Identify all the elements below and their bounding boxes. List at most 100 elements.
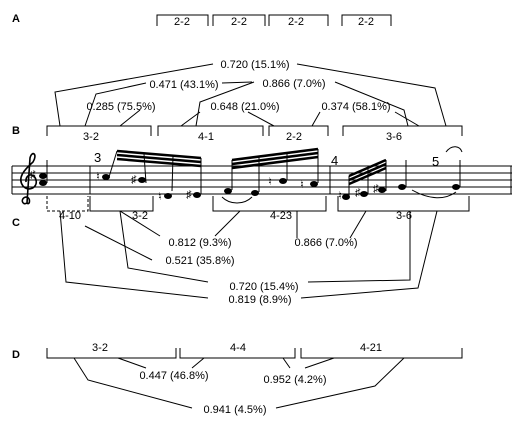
relation-label-c: 0.521 (35.8%) [165,255,234,267]
staff-notes: ♯ ♮ ♯ ♮ ♯ [30,146,463,204]
svg-text:♮: ♮ [96,171,100,183]
row-d-segment-label: 4-4 [230,342,246,354]
relation-label-b: 0.285 (75.5%) [86,101,155,113]
svg-text:♯: ♯ [30,169,36,181]
relation-line-b5 [247,111,275,127]
relation-line-b2 [84,82,147,127]
row-d-bracket-4-4 [179,348,296,359]
relation-label-c: 0.720 (15.4%) [229,281,298,293]
row-a-bracket-2 [212,14,266,26]
note [378,187,386,193]
svg-text:♮: ♮ [158,191,162,203]
measure-number: 5 [432,154,439,169]
row-label-c: C [12,217,20,229]
note [360,191,368,197]
relation-line-b3 [195,81,255,127]
row-b-segment-label: 3-2 [83,131,99,143]
row-a-box-label: 2-2 [358,16,374,28]
note [39,173,47,179]
row-b-bracket-2-2 [268,125,329,136]
relation-line-c1 [119,210,161,237]
relation-line-d2 [282,357,291,369]
relation-line-c4 [307,211,411,283]
note [164,193,172,199]
row-b-bracket-4-1 [157,125,264,136]
relation-line-d2 [304,357,335,369]
relation-line-d3 [73,357,193,409]
relation-line-c5 [300,210,438,299]
relation-label-b: 0.471 (43.1%) [149,79,218,91]
relation-label-b: 0.648 (21.0%) [210,101,279,113]
relation-line-c2 [84,225,153,261]
note [310,181,318,187]
relation-label-d: 0.952 (4.2%) [264,374,327,386]
row-c-bracket-4-10 [46,196,89,212]
svg-text:♯: ♯ [186,189,192,201]
note [39,180,47,186]
relation-line-d1 [191,357,205,369]
relation-line-b3 [334,81,409,127]
relation-label-d: 0.941 (4.5%) [204,404,267,416]
relation-line-d3 [275,357,405,409]
relation-line-b2 [221,81,253,84]
relation-label-b: 0.720 (15.1%) [220,59,289,71]
relation-line-b6 [394,111,420,127]
row-a-bracket-1 [156,14,209,26]
row-a-bracket-4 [341,14,392,26]
row-label-d: D [12,349,20,361]
svg-text:♯: ♯ [355,187,361,199]
note [251,190,259,196]
note [102,174,110,180]
row-c-segment-label: 3-6 [396,210,412,222]
relation-line-c1 [214,210,241,237]
relation-line-c5 [59,210,209,299]
relation-label-c: 0.812 (9.3%) [169,237,232,249]
note [452,184,460,190]
measure-number: 4 [331,153,338,168]
relation-line-c4 [119,210,209,283]
relation-line-c3 [349,210,367,239]
note [279,178,287,184]
note [138,177,146,183]
row-b-segment-label: 2-2 [286,131,302,143]
relation-label-b: 0.866 (7.0%) [263,78,326,90]
relation-line-b4 [119,109,141,127]
row-d-segment-label: 3-2 [92,342,108,354]
relation-line-b5 [180,111,201,127]
row-c-segment-label: 4-10 [59,210,81,222]
svg-text:♮: ♮ [268,176,272,188]
row-c-segment-label: 3-2 [132,210,148,222]
note [224,188,232,194]
row-d-segment-label: 4-21 [360,342,382,354]
row-a-box-label: 2-2 [231,16,247,28]
row-label-a: A [12,13,20,25]
relation-line-b1 [296,63,447,127]
row-label-b: B [12,125,20,137]
svg-text:♯: ♯ [373,183,379,195]
row-b-bracket-3-2 [46,125,152,136]
row-b-segment-label: 4-1 [198,131,214,143]
relation-label-b: 0.374 (58.1%) [321,101,390,113]
relation-line-b6 [311,111,321,127]
row-b-bracket-3-6 [342,125,463,136]
note [342,194,350,200]
relation-label-d: 0.447 (46.8%) [139,370,208,382]
row-c-bracket-3-6 [337,196,470,212]
row-b-segment-label: 3-6 [386,131,402,143]
row-c-segment-label: 4-23 [270,210,292,222]
relation-label-c: 0.819 (8.9%) [229,294,292,306]
row-a-bracket-3 [268,14,329,26]
row-c-bracket-4-23 [212,196,327,212]
row-a-box-label: 2-2 [288,16,304,28]
relation-label-c: 0.866 (7.0%) [295,237,358,249]
svg-text:♮: ♮ [338,190,342,202]
row-a-box-label: 2-2 [174,16,190,28]
treble-clef-icon [19,152,38,205]
svg-text:♮: ♮ [300,179,304,191]
note [193,192,201,198]
relation-line-d1 [117,357,147,369]
note [398,184,406,190]
svg-text:♯: ♯ [131,174,137,186]
